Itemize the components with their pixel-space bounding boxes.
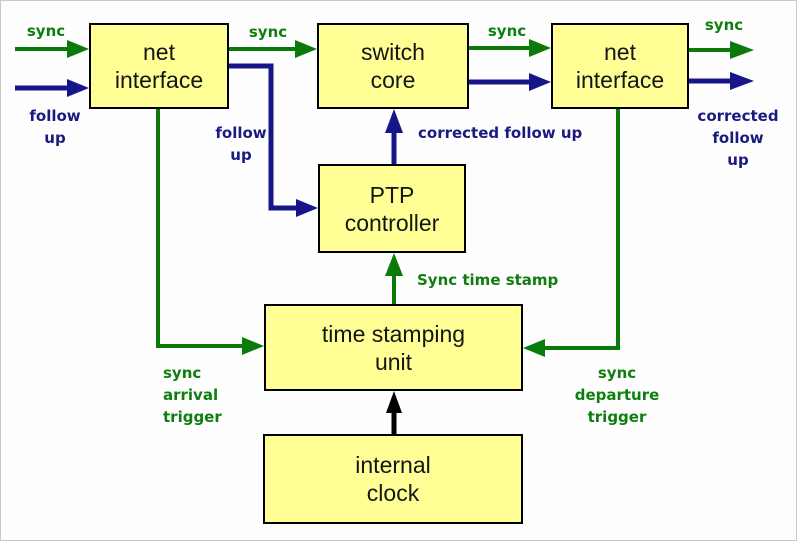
- node-ptp-controller: PTP controller: [318, 164, 466, 253]
- node-switch-core: switch core: [317, 23, 469, 109]
- sync-departure-trigger-arrow: [523, 109, 620, 357]
- follow-up-core-to-right-arrow: [469, 73, 551, 91]
- label-corrected-follow-up-internal: corrected follow up: [418, 124, 583, 142]
- sync-output-arrow: [689, 41, 754, 59]
- node-net-interface-right: net interface: [551, 23, 689, 109]
- label-sync-arrival-trigger: sync arrival trigger: [163, 364, 222, 426]
- follow-up-to-ptp-arrow: [229, 63, 318, 217]
- label-follow-up-input: follow up: [29, 107, 81, 147]
- internal-clock-arrow: [386, 391, 402, 434]
- sync-time-stamp-arrow: [385, 253, 403, 304]
- sync-input-arrow: [15, 40, 89, 58]
- node-net-interface-left: net interface: [89, 23, 229, 109]
- label-follow-up-internal: follow up: [215, 124, 267, 164]
- node-internal-clock: internal clock: [263, 434, 523, 524]
- corrected-follow-up-output-arrow: [689, 72, 754, 90]
- corrected-follow-up-arrow: [385, 109, 403, 164]
- label-sync-departure-trigger: sync departure trigger: [574, 364, 660, 426]
- label-sync-left-to-core: sync: [248, 23, 288, 41]
- sync-core-to-right-arrow: [469, 39, 551, 57]
- follow-up-input-arrow: [15, 79, 89, 97]
- sync-arrival-trigger-arrow: [156, 109, 264, 355]
- label-sync-input: sync: [26, 22, 66, 40]
- label-sync-output: sync: [704, 16, 744, 34]
- label-sync-core-to-right: sync: [487, 22, 527, 40]
- sync-left-to-core-arrow: [229, 40, 317, 58]
- label-sync-time-stamp: Sync time stamp: [417, 271, 559, 289]
- node-time-stamping-unit: time stamping unit: [264, 304, 523, 391]
- label-corrected-follow-up-output: corrected follow up: [697, 107, 779, 169]
